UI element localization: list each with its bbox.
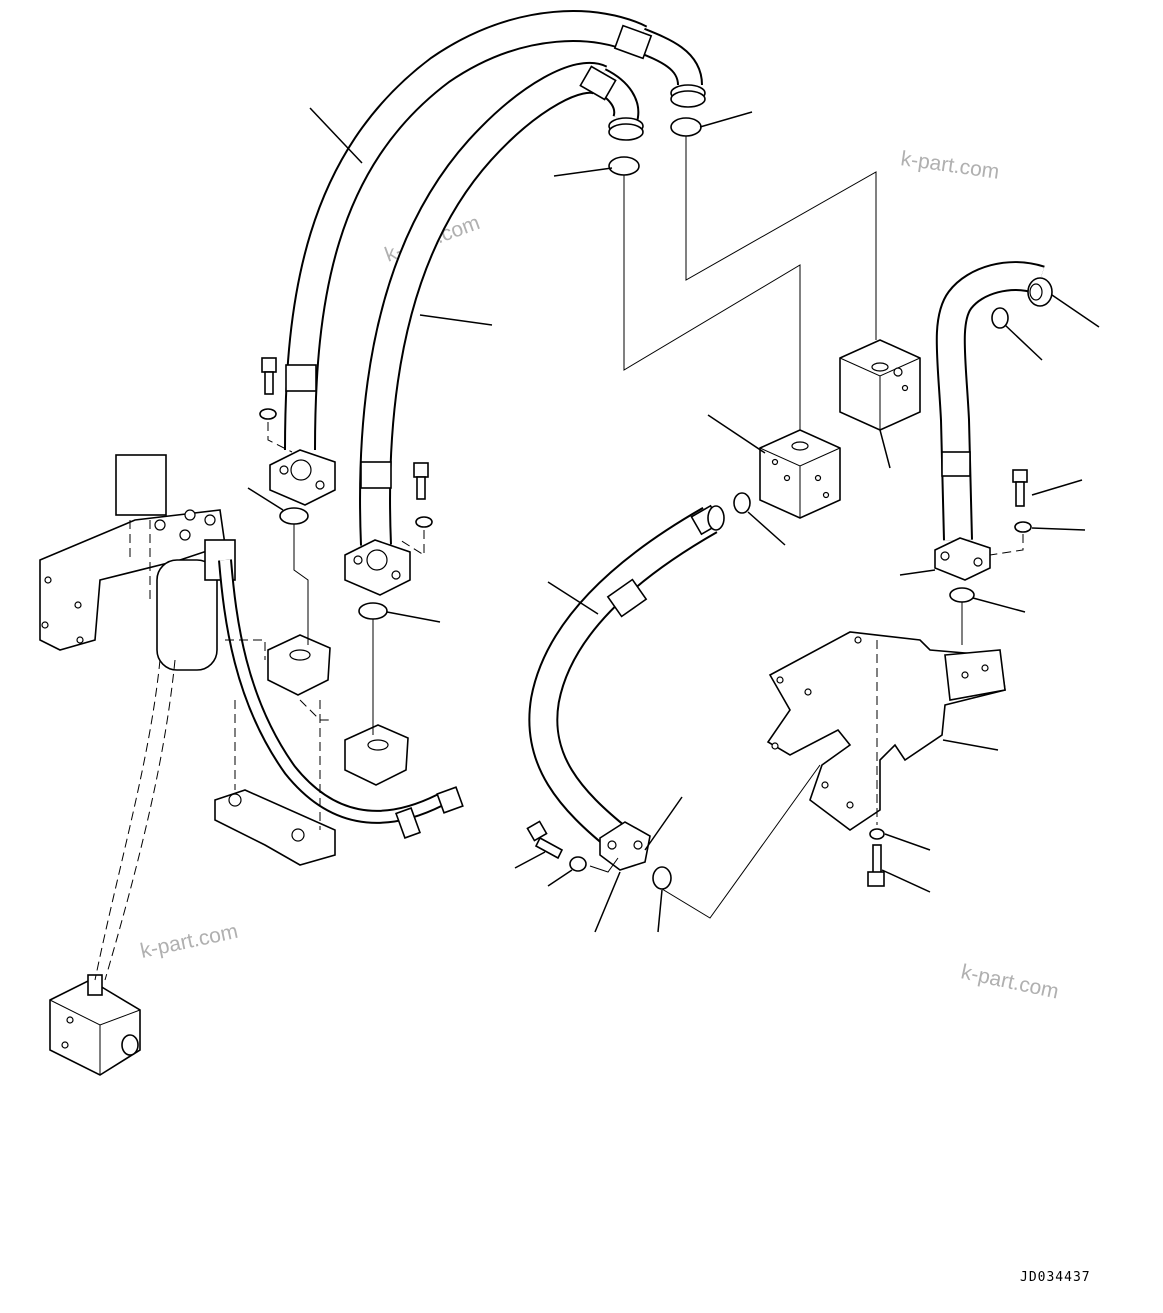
dashed-hidden-lines-left: [94, 520, 330, 981]
lower-hose: [528, 504, 725, 871]
bolt-upper-left: [259, 357, 293, 453]
valve-block-left: [49, 974, 141, 1076]
upper-hose-inner: [359, 61, 644, 546]
leader-lines: [247, 107, 1100, 933]
drawing-code: JD034437: [1020, 1270, 1091, 1285]
watermark-bottom-left: k-part.com: [138, 920, 240, 963]
flange-right: [934, 537, 991, 581]
manifold-block-center: [759, 429, 841, 519]
filter-assembly: [39, 454, 464, 839]
alignment-lines: [293, 136, 963, 919]
bolt-upper-right: [399, 462, 433, 556]
watermark-bottom-right: k-part.com: [959, 960, 1061, 1003]
bolt-bracket: [867, 844, 885, 887]
left-flange-blocks: [214, 634, 409, 866]
mounting-bracket: [766, 631, 1006, 831]
right-hose: [935, 261, 1053, 541]
watermark-top-right: k-part.com: [899, 147, 1000, 184]
bolt-right: [989, 469, 1032, 556]
bolt-lower-left: [526, 820, 587, 872]
flange-left-lower: [344, 539, 411, 596]
watermarks: k-part.com k-part.com k-part.com k-part.…: [138, 147, 1061, 1003]
upper-hose-outer: [284, 10, 706, 451]
manifold-block-right: [839, 339, 921, 431]
flange-left-upper: [269, 449, 336, 506]
